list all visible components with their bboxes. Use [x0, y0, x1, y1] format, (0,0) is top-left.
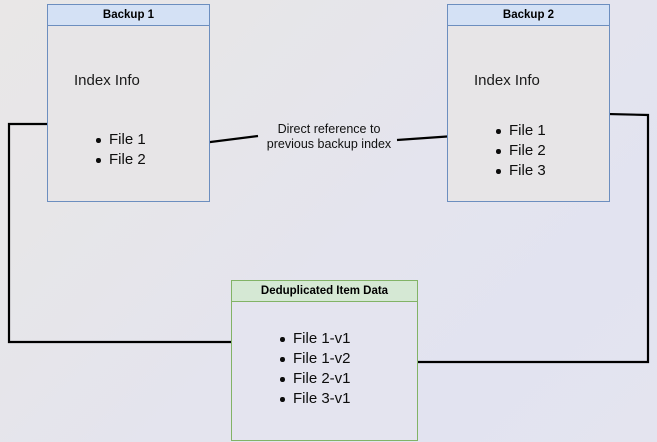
node-backup2-file-list: File 1 File 2 File 3 [495, 121, 546, 181]
node-dedup-body: File 1-v1 File 1-v2 File 2-v1 File 3-v1 [232, 302, 417, 440]
list-item: File 3 [495, 161, 546, 181]
node-deduplicated-item-data[interactable]: Deduplicated Item Data File 1-v1 File 1-… [231, 280, 418, 441]
list-item: File 1-v2 [279, 349, 351, 369]
node-backup2-index-label: Index Info [474, 72, 540, 89]
list-item: File 1 [495, 121, 546, 141]
list-item: File 2 [495, 141, 546, 161]
list-item: File 1 [95, 130, 146, 150]
node-dedup-header: Deduplicated Item Data [232, 281, 417, 302]
node-backup2-body: Index Info File 1 File 2 File 3 [448, 26, 609, 201]
list-item: File 2-v1 [279, 369, 351, 389]
node-backup1-body: Index Info File 1 File 2 [48, 26, 209, 201]
edge-label-direct-reference: Direct reference to previous backup inde… [266, 122, 392, 151]
node-backup1-header: Backup 1 [48, 5, 209, 26]
node-backup2-header: Backup 2 [448, 5, 609, 26]
list-item: File 1-v1 [279, 329, 351, 349]
list-item: File 3-v1 [279, 389, 351, 409]
node-backup1-index-label: Index Info [74, 72, 140, 89]
node-backup1[interactable]: Backup 1 Index Info File 1 File 2 [47, 4, 210, 202]
node-backup2[interactable]: Backup 2 Index Info File 1 File 2 File 3 [447, 4, 610, 202]
node-dedup-file-list: File 1-v1 File 1-v2 File 2-v1 File 3-v1 [279, 329, 351, 409]
node-backup1-file-list: File 1 File 2 [95, 130, 146, 170]
list-item: File 2 [95, 150, 146, 170]
